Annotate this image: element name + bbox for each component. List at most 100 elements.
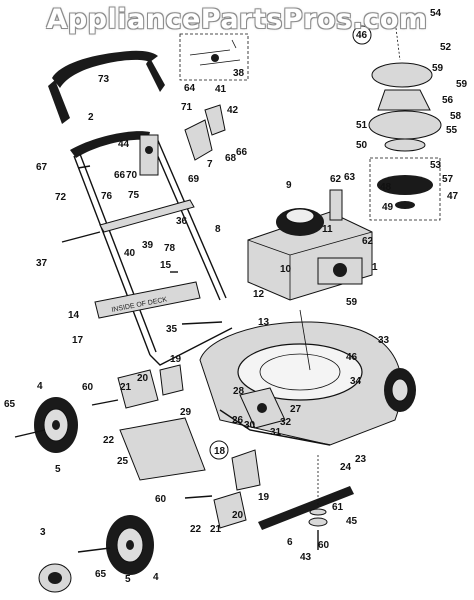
label-46: 46 — [346, 352, 358, 363]
label-32: 32 — [280, 417, 292, 428]
label-66: 66 — [236, 147, 248, 158]
label-9: 9 — [286, 180, 292, 191]
label-52: 52 — [440, 42, 452, 53]
label-33: 33 — [378, 335, 390, 346]
label-25: 25 — [117, 456, 129, 467]
label-29: 29 — [180, 407, 192, 418]
engine-top-parts — [368, 19, 442, 221]
wheel-front-left — [106, 515, 154, 575]
label-54: 54 — [430, 8, 442, 19]
deck-bracket — [239, 387, 286, 429]
label-4: 4 — [37, 381, 43, 392]
label-10: 10 — [280, 264, 292, 275]
label-76: 76 — [101, 191, 113, 202]
label-73: 73 — [98, 74, 110, 85]
bolts — [61, 165, 223, 325]
label-48: 48 — [380, 182, 392, 193]
label-20: 20 — [137, 373, 149, 384]
label-36: 36 — [176, 216, 188, 227]
mower-deck — [199, 309, 402, 446]
label-40: 40 — [124, 248, 136, 259]
label-44: 44 — [118, 139, 130, 150]
label-47: 47 — [447, 191, 459, 202]
label-45: 45 — [346, 516, 358, 527]
label-18: 18 — [214, 446, 226, 457]
label-78: 78 — [164, 243, 176, 254]
label-58: 58 — [450, 111, 462, 122]
label-8: 8 — [215, 224, 221, 235]
label-75: 75 — [128, 190, 140, 201]
circled-label-ring-18 — [209, 440, 229, 460]
label-13: 13 — [258, 317, 270, 328]
label-61: 61 — [332, 502, 344, 513]
label-28: 28 — [233, 386, 245, 397]
wheel-rear-left — [34, 397, 78, 453]
label-65: 65 — [4, 399, 16, 410]
deck-plate: INSIDE OF DECK — [94, 281, 201, 319]
label-22-b: 22 — [190, 524, 202, 535]
circled-label-ring-46 — [352, 25, 372, 45]
label-57: 57 — [442, 174, 454, 185]
label-24: 24 — [340, 462, 352, 473]
label-68: 68 — [225, 153, 237, 164]
label-14: 14 — [68, 310, 80, 321]
label-53: 53 — [430, 160, 442, 171]
label-72: 72 — [55, 192, 67, 203]
label-63: 63 — [344, 172, 356, 183]
label-60-b: 60 — [155, 494, 167, 505]
callout-labels: 1 2 3 4 4 5 5 6 7 8 9 10 11 12 13 14 15 … — [4, 8, 468, 585]
label-19-b: 19 — [258, 492, 270, 503]
label-49: 49 — [382, 202, 394, 213]
height-adjust-brackets — [117, 364, 261, 529]
label-30: 30 — [244, 420, 256, 431]
rear-flap — [119, 417, 206, 481]
label-42: 42 — [227, 105, 239, 116]
label-11: 11 — [322, 224, 333, 235]
label-35: 35 — [166, 324, 178, 335]
label-50: 50 — [356, 140, 368, 151]
label-65-b: 65 — [95, 569, 107, 580]
label-27: 27 — [290, 404, 302, 415]
label-37: 37 — [36, 258, 48, 269]
label-56: 56 — [442, 95, 454, 106]
label-59-c: 59 — [346, 297, 358, 308]
label-6: 6 — [287, 537, 293, 548]
label-5: 5 — [55, 464, 61, 475]
axle-bolts — [14, 399, 213, 553]
label-41: 41 — [215, 84, 227, 95]
label-59-b: 59 — [432, 63, 444, 74]
label-20-b: 20 — [232, 510, 244, 521]
lower-handle — [70, 131, 233, 366]
label-71: 71 — [181, 102, 193, 113]
label-43: 43 — [300, 552, 312, 563]
label-21: 21 — [120, 382, 132, 393]
label-19: 19 — [170, 354, 182, 365]
label-51: 51 — [356, 120, 368, 131]
control-bracket — [139, 104, 226, 176]
label-23: 23 — [355, 454, 367, 465]
wheel-right — [384, 368, 416, 412]
label-55: 55 — [446, 125, 458, 136]
handle-crossbar — [99, 199, 195, 233]
label-39: 39 — [142, 240, 154, 251]
label-15: 15 — [160, 260, 172, 271]
label-64: 64 — [184, 83, 196, 94]
label-34: 34 — [350, 376, 362, 387]
label-69: 69 — [188, 174, 200, 185]
label-62: 62 — [330, 174, 342, 185]
label-7: 7 — [207, 159, 213, 170]
label-70: 70 — [126, 170, 138, 181]
label-67: 67 — [36, 162, 48, 173]
blade-hardware — [308, 455, 328, 550]
label-2: 2 — [88, 112, 94, 123]
upper-handle-grip — [48, 50, 165, 124]
engine — [247, 189, 373, 301]
label-1: 1 — [372, 262, 378, 273]
label-21-b: 21 — [210, 524, 222, 535]
label-59: 59 — [456, 79, 468, 90]
label-22: 22 — [103, 435, 115, 446]
label-5-b: 5 — [125, 574, 131, 585]
label-26: 26 — [232, 415, 244, 426]
label-31: 31 — [270, 427, 282, 438]
